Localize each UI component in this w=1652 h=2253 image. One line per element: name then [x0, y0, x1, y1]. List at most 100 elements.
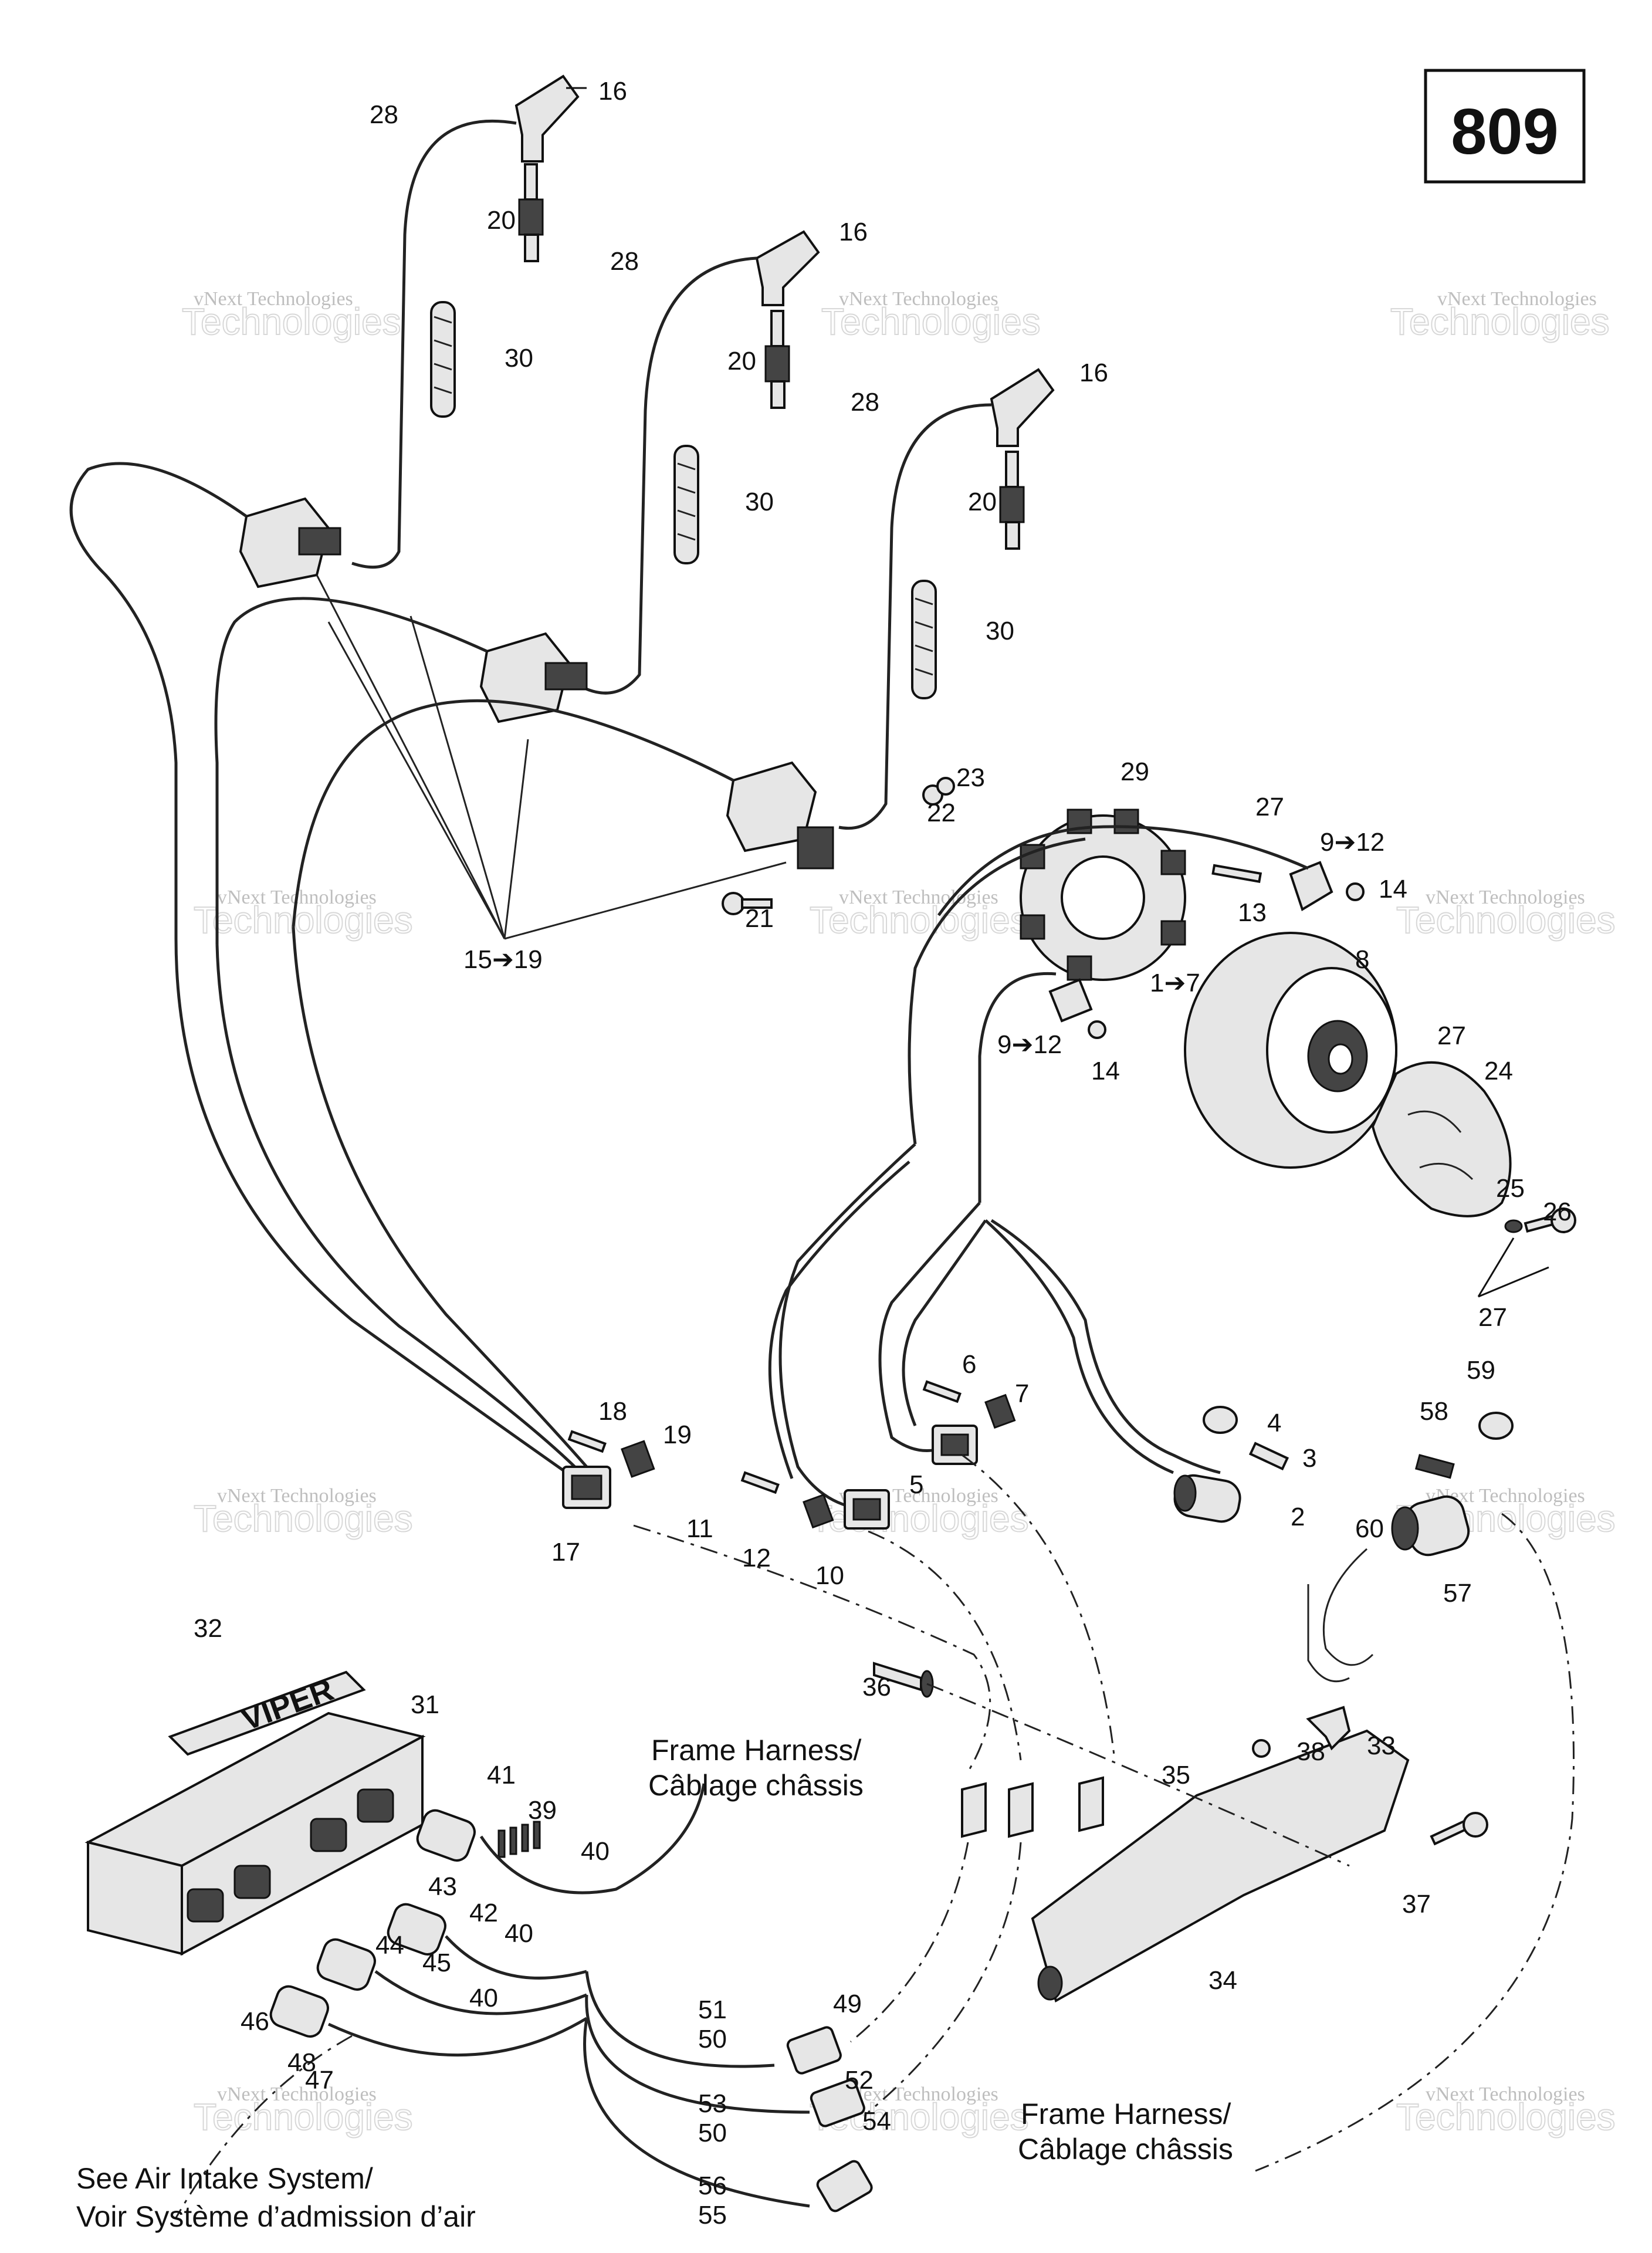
callout: 45	[422, 1948, 451, 1977]
screw-37	[1430, 1812, 1488, 1846]
callout: 14	[1091, 1057, 1120, 1085]
callout: 40	[581, 1837, 610, 1866]
callout: 35	[1162, 1761, 1190, 1789]
callout: 21	[745, 904, 774, 933]
callout: 30	[986, 617, 1014, 645]
callout: 28	[851, 388, 879, 417]
svg-text:vNext Technologies: vNext Technologies	[839, 887, 998, 908]
callout: 16	[598, 77, 627, 106]
flywheel	[1184, 932, 1397, 1169]
callout: 52	[845, 2066, 874, 2095]
svg-text:Technologies: Technologies	[182, 300, 401, 343]
lock-12	[803, 1493, 834, 1529]
watermarks: vNext Technologies Technologies vNext Te…	[181, 288, 1616, 2139]
callout: 20	[487, 206, 516, 235]
nut-22-23	[922, 777, 955, 806]
leader-15-19	[316, 574, 787, 940]
spark-plug-2	[764, 310, 790, 409]
svg-text:vNext Technologies: vNext Technologies	[839, 288, 998, 310]
callout: 49	[833, 1990, 862, 2018]
callout: 20	[968, 488, 997, 516]
nut-38	[1252, 1739, 1271, 1758]
connector-57	[1391, 1495, 1470, 1557]
ignition-coil-2	[479, 632, 588, 723]
callout: 7	[1015, 1379, 1029, 1408]
callout: 28	[370, 100, 398, 129]
note-frame-harness-1: Frame Harness/ Câblage châssis	[648, 1734, 864, 1802]
connector-5	[932, 1425, 978, 1465]
callout: 20	[727, 347, 756, 376]
callout: 5	[909, 1470, 923, 1499]
connector-2	[1173, 1474, 1241, 1523]
callout: 51	[698, 1995, 727, 2024]
callout: 37	[1402, 1890, 1431, 1919]
terminal-58	[1414, 1454, 1455, 1479]
spark-plug-1	[518, 163, 544, 262]
screw-26	[1524, 1207, 1576, 1233]
svg-text:vNext Technologies: vNext Technologies	[217, 1485, 377, 1507]
connector-52	[810, 2079, 865, 2127]
callout: 9➔12	[997, 1030, 1062, 1059]
callout: 47	[305, 2066, 334, 2095]
svg-text:Technologies: Technologies	[194, 1497, 413, 1540]
lock-19	[621, 1440, 655, 1478]
watermark: vNext Technologies Technologies	[1396, 2083, 1616, 2139]
clip-35	[961, 1776, 1104, 1838]
ignition-coil-1	[239, 497, 341, 588]
callout: 1➔7	[1150, 969, 1200, 997]
callout: 50	[698, 2025, 727, 2054]
watermark: vNext Technologies Technologies	[1390, 288, 1610, 343]
watermark: vNext Technologies Technologies	[193, 2083, 414, 2139]
callout: 34	[1208, 1966, 1237, 1995]
lock-7	[984, 1393, 1016, 1429]
watermark: vNext Technologies Technologies	[193, 1485, 414, 1540]
wire-sleeve-3	[911, 580, 937, 699]
callout: 33	[1367, 1731, 1396, 1760]
callout: 2	[1291, 1503, 1305, 1531]
terminal-18	[567, 1430, 607, 1453]
callout: 13	[1238, 898, 1267, 927]
svg-text:vNext Technologies: vNext Technologies	[1426, 887, 1585, 908]
svg-text:vNext Technologies: vNext Technologies	[839, 2083, 998, 2105]
callout: 54	[862, 2107, 891, 2136]
callout: 23	[956, 763, 985, 792]
callout: 44	[375, 1931, 404, 1960]
callout: 31	[411, 1690, 439, 1719]
callout: 55	[698, 2201, 727, 2230]
callout: 9➔12	[1320, 828, 1384, 857]
callout: 24	[1484, 1057, 1513, 1085]
svg-text:Technologies: Technologies	[194, 2096, 413, 2138]
connector-49	[786, 2026, 842, 2075]
callout: 19	[663, 1420, 692, 1449]
svg-text:Câblage châssis: Câblage châssis	[648, 1769, 864, 1802]
watermark: vNext Technologies Technologies	[193, 887, 414, 942]
callout: 40	[469, 1984, 498, 2012]
terminal-11	[740, 1471, 780, 1494]
callout: 11	[686, 1514, 713, 1543]
wire-sleeve-1	[430, 301, 456, 418]
connector-10	[844, 1489, 890, 1530]
callout: 30	[505, 344, 533, 373]
callout: 59	[1467, 1356, 1495, 1385]
spark-plug-3	[999, 451, 1025, 550]
seal-4	[1203, 1406, 1238, 1434]
connector-42	[387, 1903, 446, 1956]
callout: 18	[598, 1397, 627, 1426]
callout: 8	[1355, 945, 1369, 974]
connector-46	[269, 1985, 329, 2038]
callout: 41	[487, 1761, 516, 1789]
connector-39	[416, 1809, 476, 1862]
svg-text:vNext Technologies: vNext Technologies	[1437, 288, 1597, 310]
callout: 40	[505, 1919, 533, 1948]
callout: 17	[551, 1538, 580, 1567]
bracket-34	[1031, 1729, 1410, 2002]
spark-plug-cap-2	[755, 230, 820, 306]
washer-25	[1504, 1219, 1523, 1233]
trigger-coil-lower	[1048, 978, 1106, 1039]
callout: 42	[469, 1899, 498, 1927]
watermark: vNext Technologies Technologies	[821, 288, 1041, 343]
watermark: vNext Technologies Technologies	[809, 887, 1030, 942]
callout: 57	[1443, 1579, 1472, 1608]
callout: 38	[1296, 1737, 1325, 1766]
callout: 16	[839, 218, 868, 246]
